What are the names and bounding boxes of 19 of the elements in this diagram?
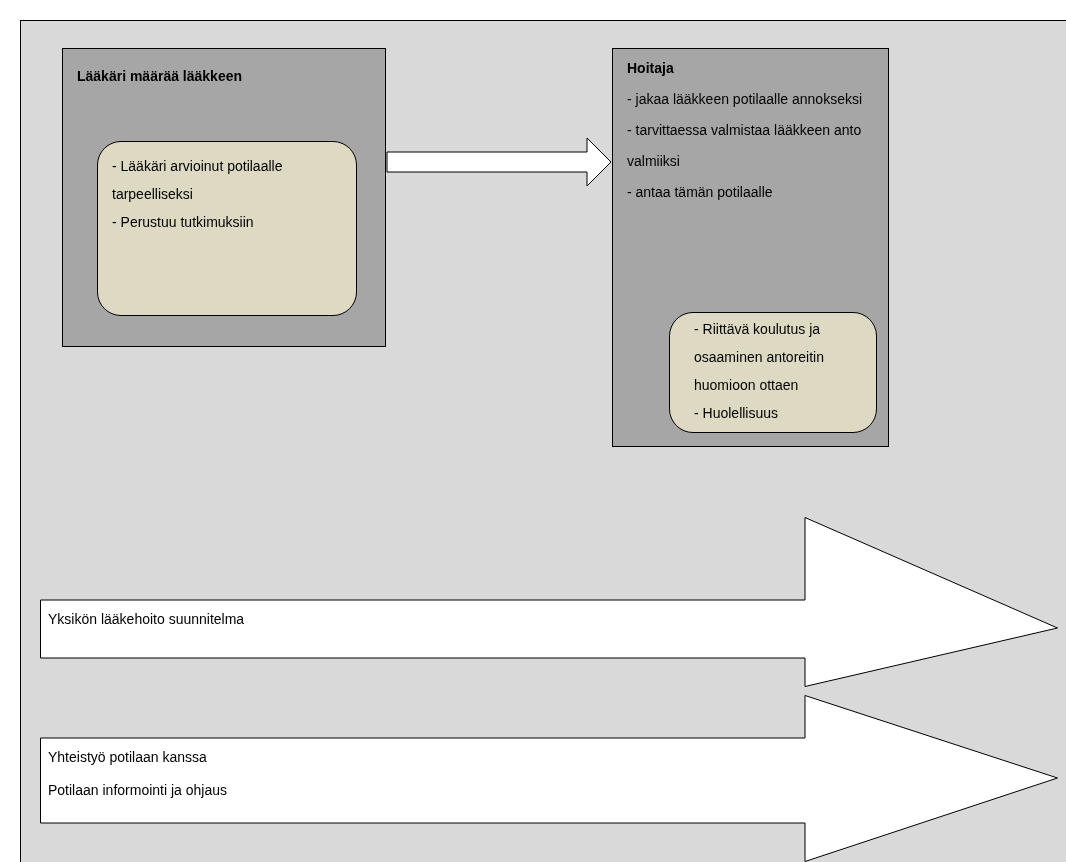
note-box	[669, 312, 877, 433]
box-text: - Lääkäri arvioinut potilaalle tarpeelliseksi	[112, 157, 284, 204]
process-box	[612, 48, 889, 447]
box-text: - Riittävä koulutus ja osaaminen antoreitin huomioon ottaen	[694, 320, 825, 395]
box-heading: Hoitaja	[627, 59, 675, 78]
box-text: - tarvittaessa valmistaa lääkkeen anto valmiiksi	[627, 121, 863, 171]
process-box	[62, 48, 386, 347]
note-box	[97, 141, 357, 316]
box-text: - antaa tämän potilaalle	[627, 183, 774, 202]
box-text: - Perustuu tutkimuksiin	[112, 213, 255, 232]
box-text: - Huolellisuus	[694, 404, 780, 423]
box-text: Potilaan informointi ja ohjaus	[48, 781, 227, 800]
block-arrow	[40, 517, 1058, 687]
box-heading: Lääkäri määrää lääkkeen	[77, 67, 243, 86]
block-arrow	[386, 137, 612, 187]
block-arrow	[40, 695, 1058, 862]
box-text: Yksikön lääkehoito suunnitelma	[48, 610, 245, 629]
box-text: - jakaa lääkkeen potilaalle annokseksi	[627, 90, 864, 109]
box-text: Yhteistyö potilaan kanssa	[48, 748, 207, 767]
